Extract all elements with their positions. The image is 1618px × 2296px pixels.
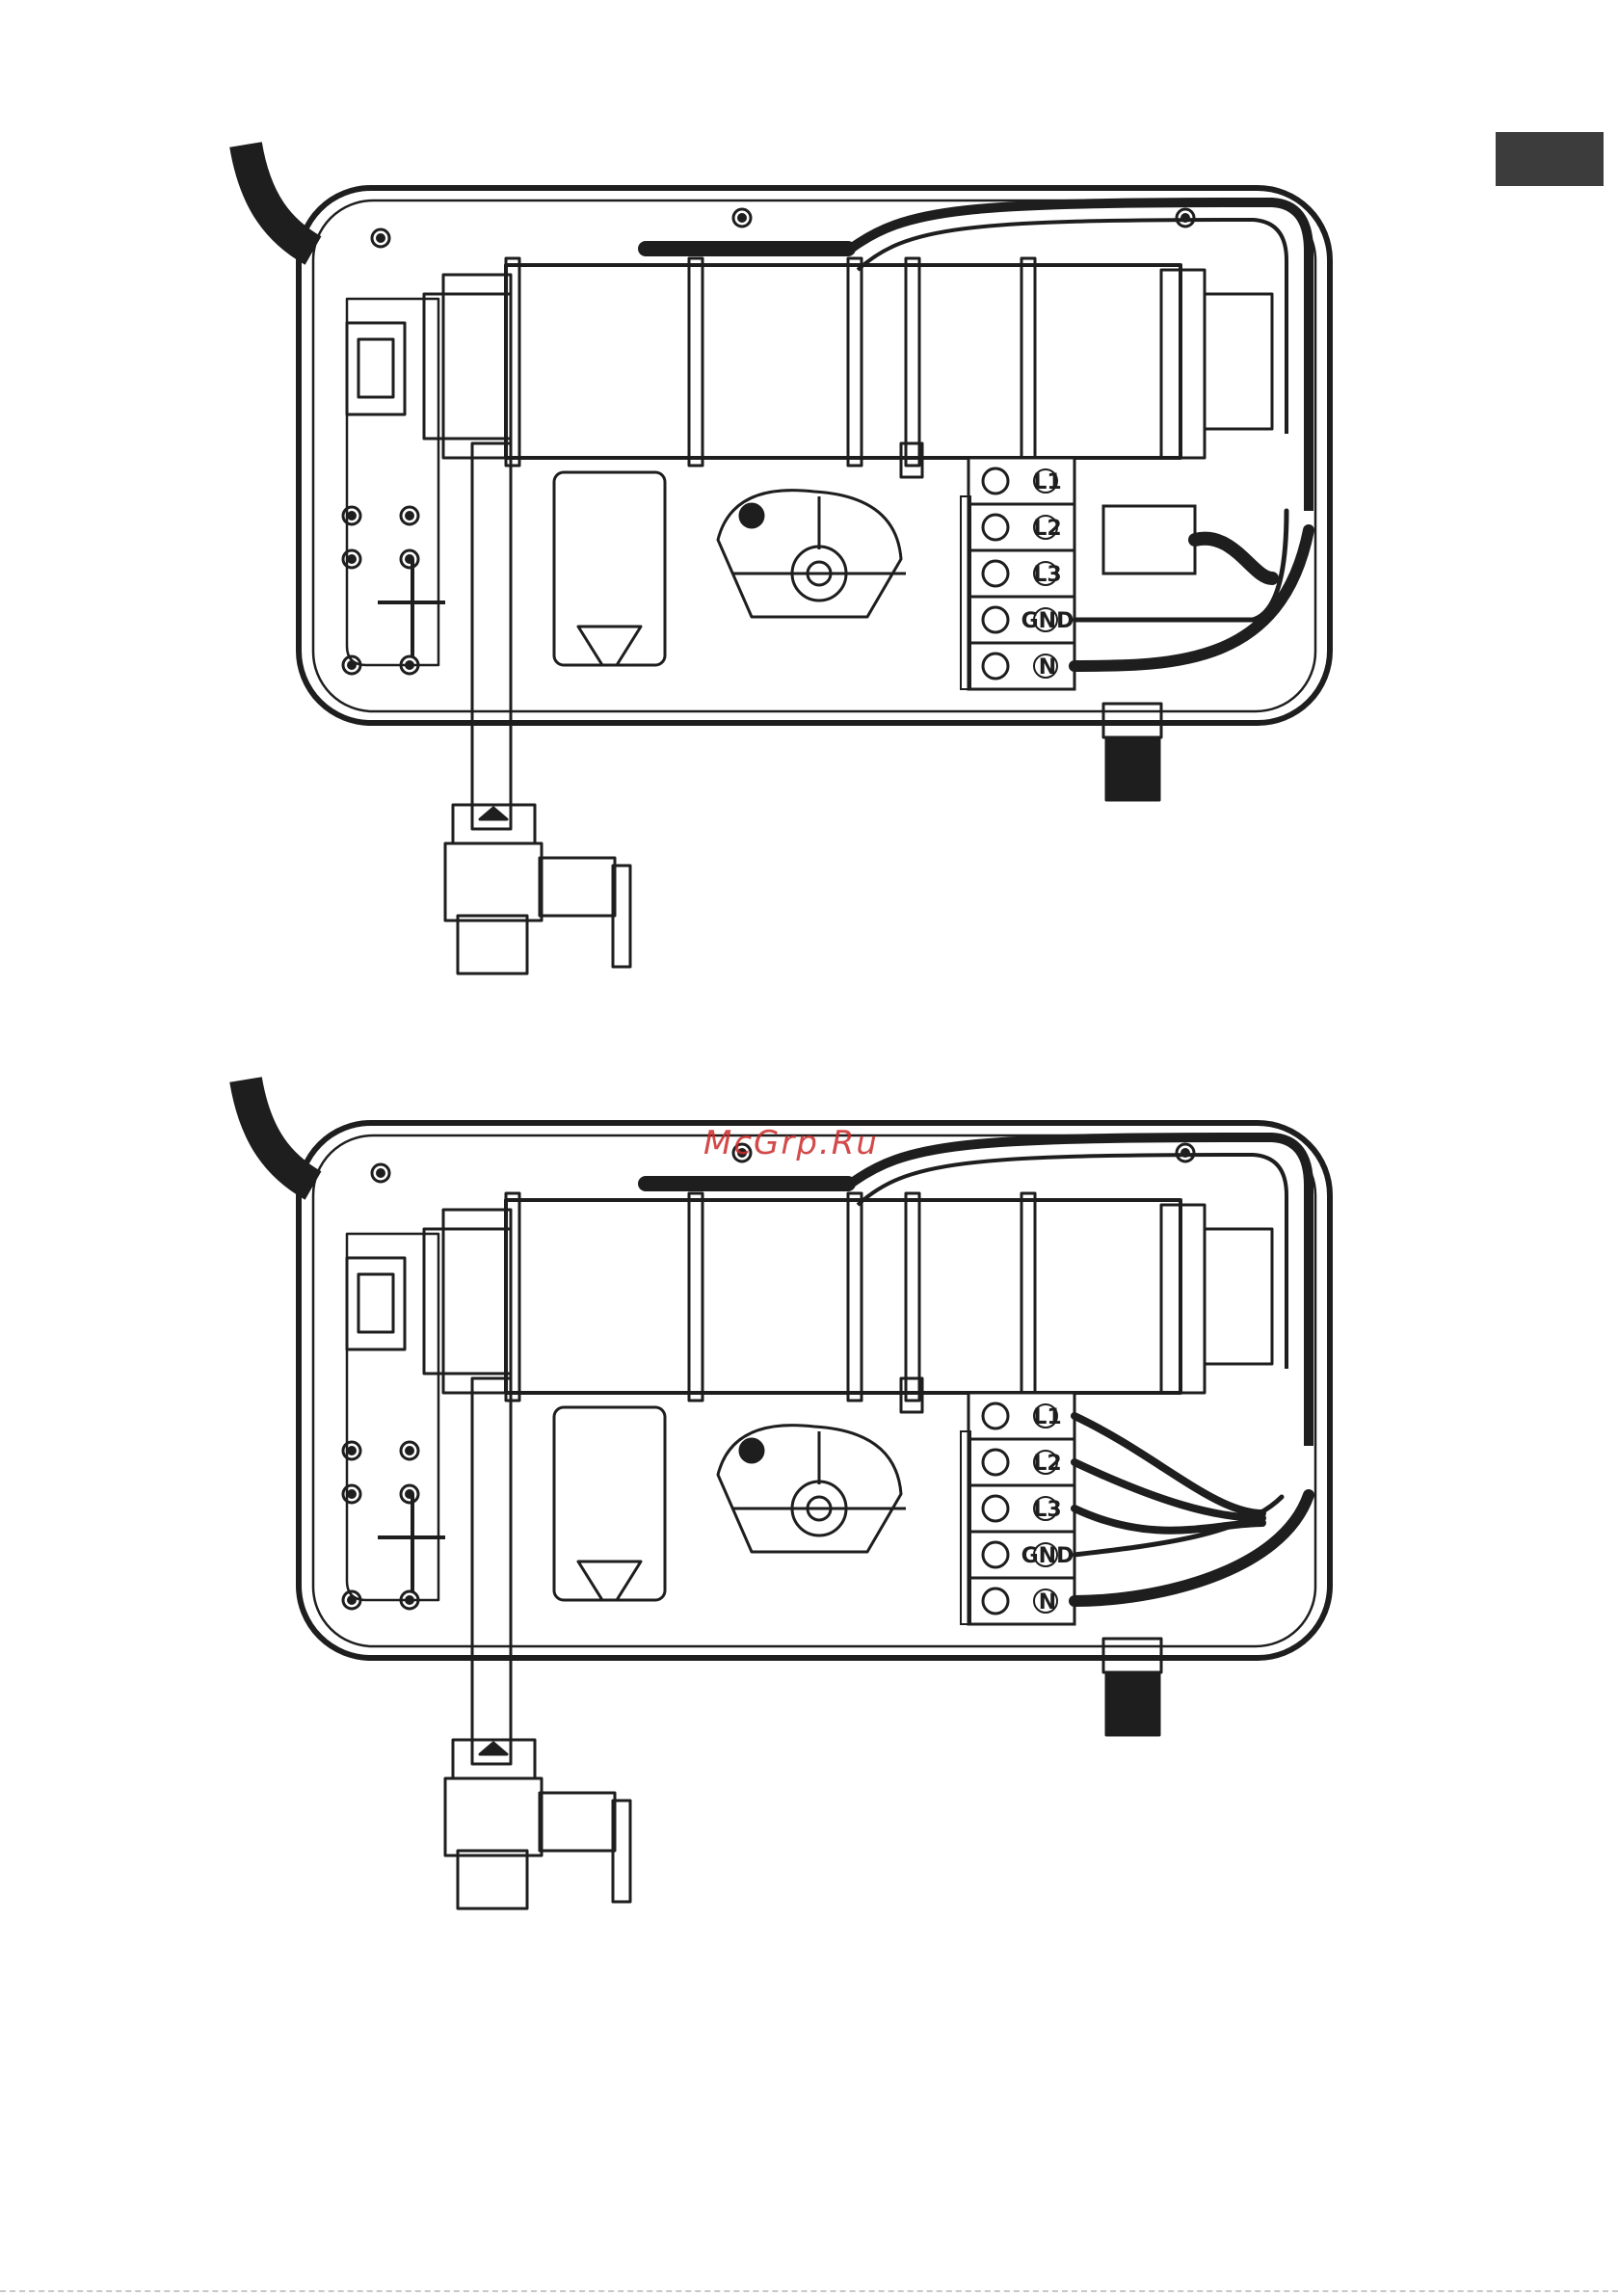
- watermark-text: McGrp.Ru: [703, 1124, 879, 1162]
- valve-side: [540, 1793, 615, 1851]
- mounting-cross: [378, 559, 445, 657]
- wiring: [1074, 506, 1309, 666]
- terminal-label-l1: L1: [1033, 470, 1061, 494]
- heater-assembly: [246, 1080, 1330, 1909]
- valve-side: [540, 858, 615, 916]
- terminal-label-l2: L2: [1033, 1452, 1061, 1476]
- terminal-label-l3: L3: [1033, 563, 1061, 587]
- housing-outer: [299, 188, 1330, 723]
- housing-outer: [299, 1123, 1330, 1658]
- cylinder-band: [1021, 258, 1035, 466]
- outlet-thread: [1106, 737, 1159, 800]
- cylinder-band: [506, 258, 519, 466]
- micro-switch: [347, 323, 405, 414]
- flange-left: [424, 294, 511, 439]
- heating-cylinder: [506, 265, 1180, 458]
- screw-center: [407, 1597, 413, 1604]
- micro-switch-body: [358, 1274, 393, 1332]
- flange-left: [424, 1229, 511, 1374]
- thermostat-block: [1205, 294, 1272, 429]
- cylinder-band: [1021, 1193, 1035, 1401]
- main-harness-inner: [858, 220, 1286, 434]
- valve-body: [445, 843, 542, 921]
- cylinder-band: [848, 258, 862, 466]
- screw-center: [378, 235, 385, 242]
- flange-ring: [443, 275, 511, 458]
- cylinder-band: [906, 1193, 919, 1401]
- capacitor-bottom: [578, 627, 641, 665]
- screw-center: [407, 662, 413, 669]
- mounting-cross: [378, 1494, 445, 1592]
- inlet-pipe: [472, 443, 511, 829]
- valve-outlet: [458, 916, 527, 974]
- capacitor-bottom: [578, 1562, 641, 1600]
- screw-center: [349, 1597, 356, 1604]
- page-bottom-rule: [0, 2290, 1618, 2292]
- cylinder-band: [848, 1193, 862, 1401]
- flow-arrow-icon: [480, 808, 507, 819]
- capacitor-box: [554, 1407, 665, 1600]
- screw-center: [349, 513, 356, 520]
- screw-center: [378, 1170, 385, 1177]
- cylinder-band: [906, 258, 919, 466]
- pressure-switch-screw: [740, 1439, 763, 1462]
- cylinder-band: [689, 1193, 703, 1401]
- terminal-label-n: N: [1039, 1590, 1056, 1615]
- cylinder-band: [689, 258, 703, 466]
- micro-switch-body: [358, 339, 393, 397]
- thermostat-block: [1205, 1229, 1272, 1364]
- heating-cylinder: [506, 1200, 1180, 1393]
- valve-body: [445, 1778, 542, 1855]
- terminal-label-l2: L2: [1033, 517, 1061, 541]
- screw-center: [349, 662, 356, 669]
- terminal-label-l1: L1: [1033, 1405, 1061, 1429]
- flange-ring: [443, 1210, 511, 1393]
- terminal-label-l3: L3: [1033, 1498, 1061, 1522]
- connector-cable: [1195, 539, 1272, 578]
- terminal-label-n: N: [1039, 655, 1056, 680]
- flange-right: [1161, 1205, 1205, 1393]
- capacitor-box: [554, 472, 665, 665]
- valve-outlet: [458, 1851, 527, 1909]
- flange-right: [1161, 270, 1205, 458]
- terminal-label-gnd: GND: [1021, 609, 1074, 633]
- screw-center: [739, 215, 746, 222]
- screw-center: [349, 556, 356, 563]
- screw-center: [349, 1448, 356, 1455]
- screw-center: [349, 1491, 356, 1498]
- wire-connector: [1103, 506, 1195, 574]
- flow-arrow-icon: [480, 1743, 507, 1754]
- cylinder-band: [506, 1193, 519, 1401]
- inlet-pipe: [472, 1378, 511, 1764]
- main-harness-inner: [858, 1155, 1286, 1369]
- pressure-switch-screw: [740, 504, 763, 527]
- screw-center: [407, 513, 413, 520]
- wiring: [1074, 1416, 1309, 1601]
- outlet-thread: [1106, 1672, 1159, 1735]
- micro-switch: [347, 1258, 405, 1349]
- terminal-label-gnd: GND: [1021, 1544, 1074, 1568]
- screw-center: [407, 1448, 413, 1455]
